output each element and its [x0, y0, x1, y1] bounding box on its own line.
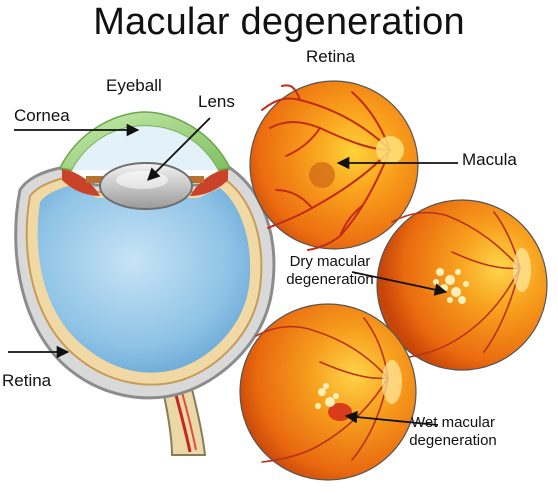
wet-arrow — [344, 410, 439, 426]
label-cornea: Cornea — [14, 106, 70, 125]
macula-spot — [309, 162, 335, 188]
vitreous-body — [37, 186, 251, 373]
label-retina-top: Retina — [306, 47, 356, 66]
eyeball-cross-section — [14, 111, 276, 456]
lens-arrow — [147, 117, 211, 181]
label-eyeball: Eyeball — [106, 76, 162, 95]
label-dry-amd: Dry macular degeneration — [286, 253, 374, 288]
optic-disc — [376, 136, 404, 164]
page-title: Macular degeneration — [93, 1, 465, 43]
retina-wet — [239, 303, 417, 481]
label-lens: Lens — [198, 92, 235, 111]
retina-dry — [376, 199, 548, 371]
label-macula: Macula — [462, 150, 517, 169]
dry-arrow — [351, 271, 448, 296]
label-wet-amd: Wet macular degeneration — [409, 414, 497, 449]
iris — [86, 176, 114, 183]
blood-vessels — [261, 84, 391, 251]
retina-normal — [249, 80, 419, 251]
label-retina-left: Retina — [2, 371, 52, 390]
pointer-arrows — [8, 117, 458, 426]
